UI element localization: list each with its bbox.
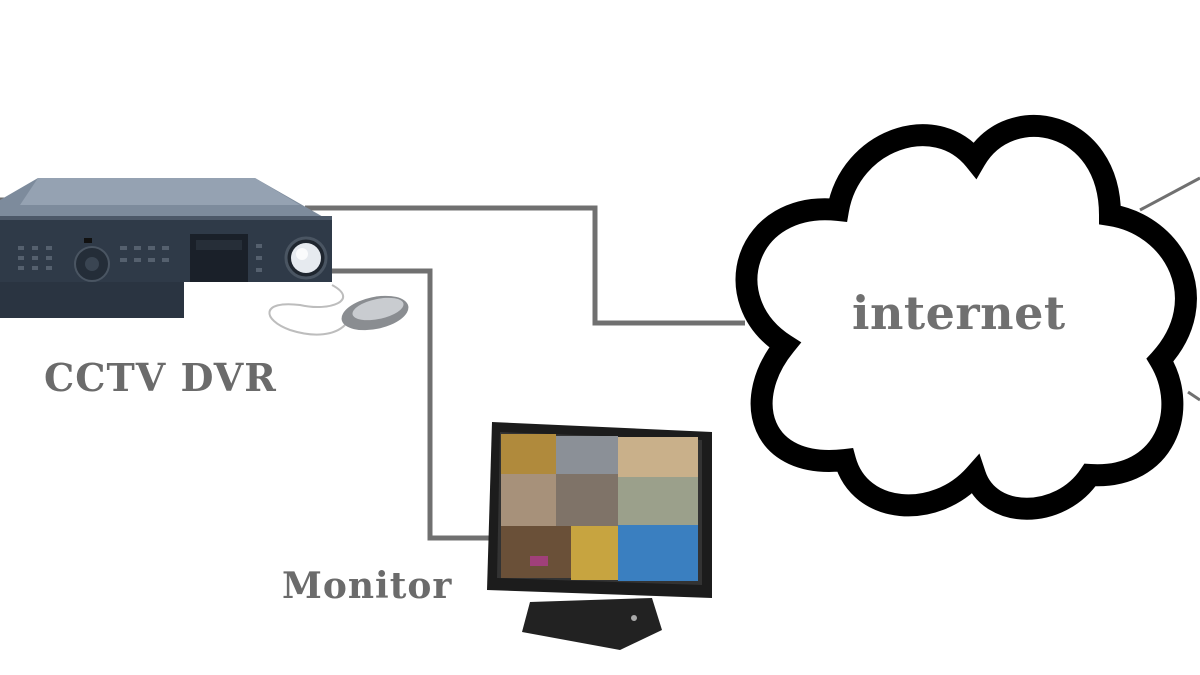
cloud-icon <box>735 115 1197 520</box>
monitor-icon <box>487 422 712 650</box>
mouse-icon <box>268 284 409 336</box>
connector-dvr-internet <box>305 205 745 326</box>
dvr-recorder-icon <box>0 178 332 318</box>
connector-internet-upper-right <box>1139 176 1200 212</box>
dvr-label: CCTV DVR <box>44 355 277 400</box>
internet-label: internet <box>852 286 1066 340</box>
connector-dvr-monitor <box>330 268 495 541</box>
connector-internet-lower-right <box>1187 390 1200 402</box>
monitor-camera-grid <box>501 434 698 581</box>
monitor-label: Monitor <box>282 565 453 607</box>
